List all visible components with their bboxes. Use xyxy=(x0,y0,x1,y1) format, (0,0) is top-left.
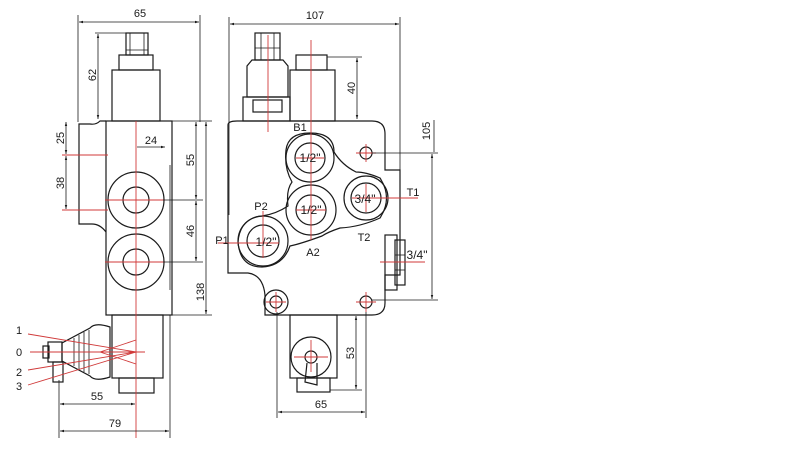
front-dimensions xyxy=(228,17,438,418)
port-size-t1: 3/4" xyxy=(355,192,376,206)
dim-55-bottom: 55 xyxy=(91,391,103,403)
dim-55-right: 55 xyxy=(185,154,197,166)
port-size-p: 1/2" xyxy=(256,235,277,249)
dim-105: 105 xyxy=(421,122,433,140)
port-label-t1: T1 xyxy=(407,187,420,199)
dim-65-bottom: 65 xyxy=(315,399,327,411)
side-lever xyxy=(42,324,111,383)
port-label-b1: B1 xyxy=(293,122,306,134)
dim-53: 53 xyxy=(345,347,357,359)
side-dimensions xyxy=(58,15,212,438)
dim-25: 25 xyxy=(55,132,67,144)
port-label-p2: P2 xyxy=(254,201,267,213)
dim-79: 79 xyxy=(109,418,121,430)
port-label-p1: P1 xyxy=(215,235,228,247)
dim-107: 107 xyxy=(306,10,324,22)
dim-138: 138 xyxy=(195,283,207,301)
port-size-b1: 1/2" xyxy=(300,151,321,165)
dim-46: 46 xyxy=(185,225,197,237)
lever-pos-3: 3 xyxy=(16,381,22,393)
side-view: 65 62 25 38 24 55 46 138 55 79 1 0 2 3 xyxy=(16,8,212,438)
side-body xyxy=(78,32,173,394)
port-size-a2: 1/2" xyxy=(301,203,322,217)
lever-pos-2: 2 xyxy=(16,367,22,379)
port-size-side: 3/4" xyxy=(407,248,428,262)
side-centerlines xyxy=(27,121,165,438)
lever-pos-1: 1 xyxy=(16,325,22,337)
dim-40: 40 xyxy=(346,82,358,94)
front-centerlines xyxy=(218,35,425,372)
port-label-a2: A2 xyxy=(306,247,319,259)
lever-pos-0: 0 xyxy=(16,347,22,359)
dim-62: 62 xyxy=(87,69,99,81)
port-label-t2: T2 xyxy=(358,232,371,244)
front-view: 107 40 105 53 65 B1 A2 P1 P2 T1 T2 1/2" … xyxy=(215,10,438,418)
dim-24: 24 xyxy=(145,135,157,147)
dim-38: 38 xyxy=(55,177,67,189)
dim-65-top: 65 xyxy=(134,8,146,20)
